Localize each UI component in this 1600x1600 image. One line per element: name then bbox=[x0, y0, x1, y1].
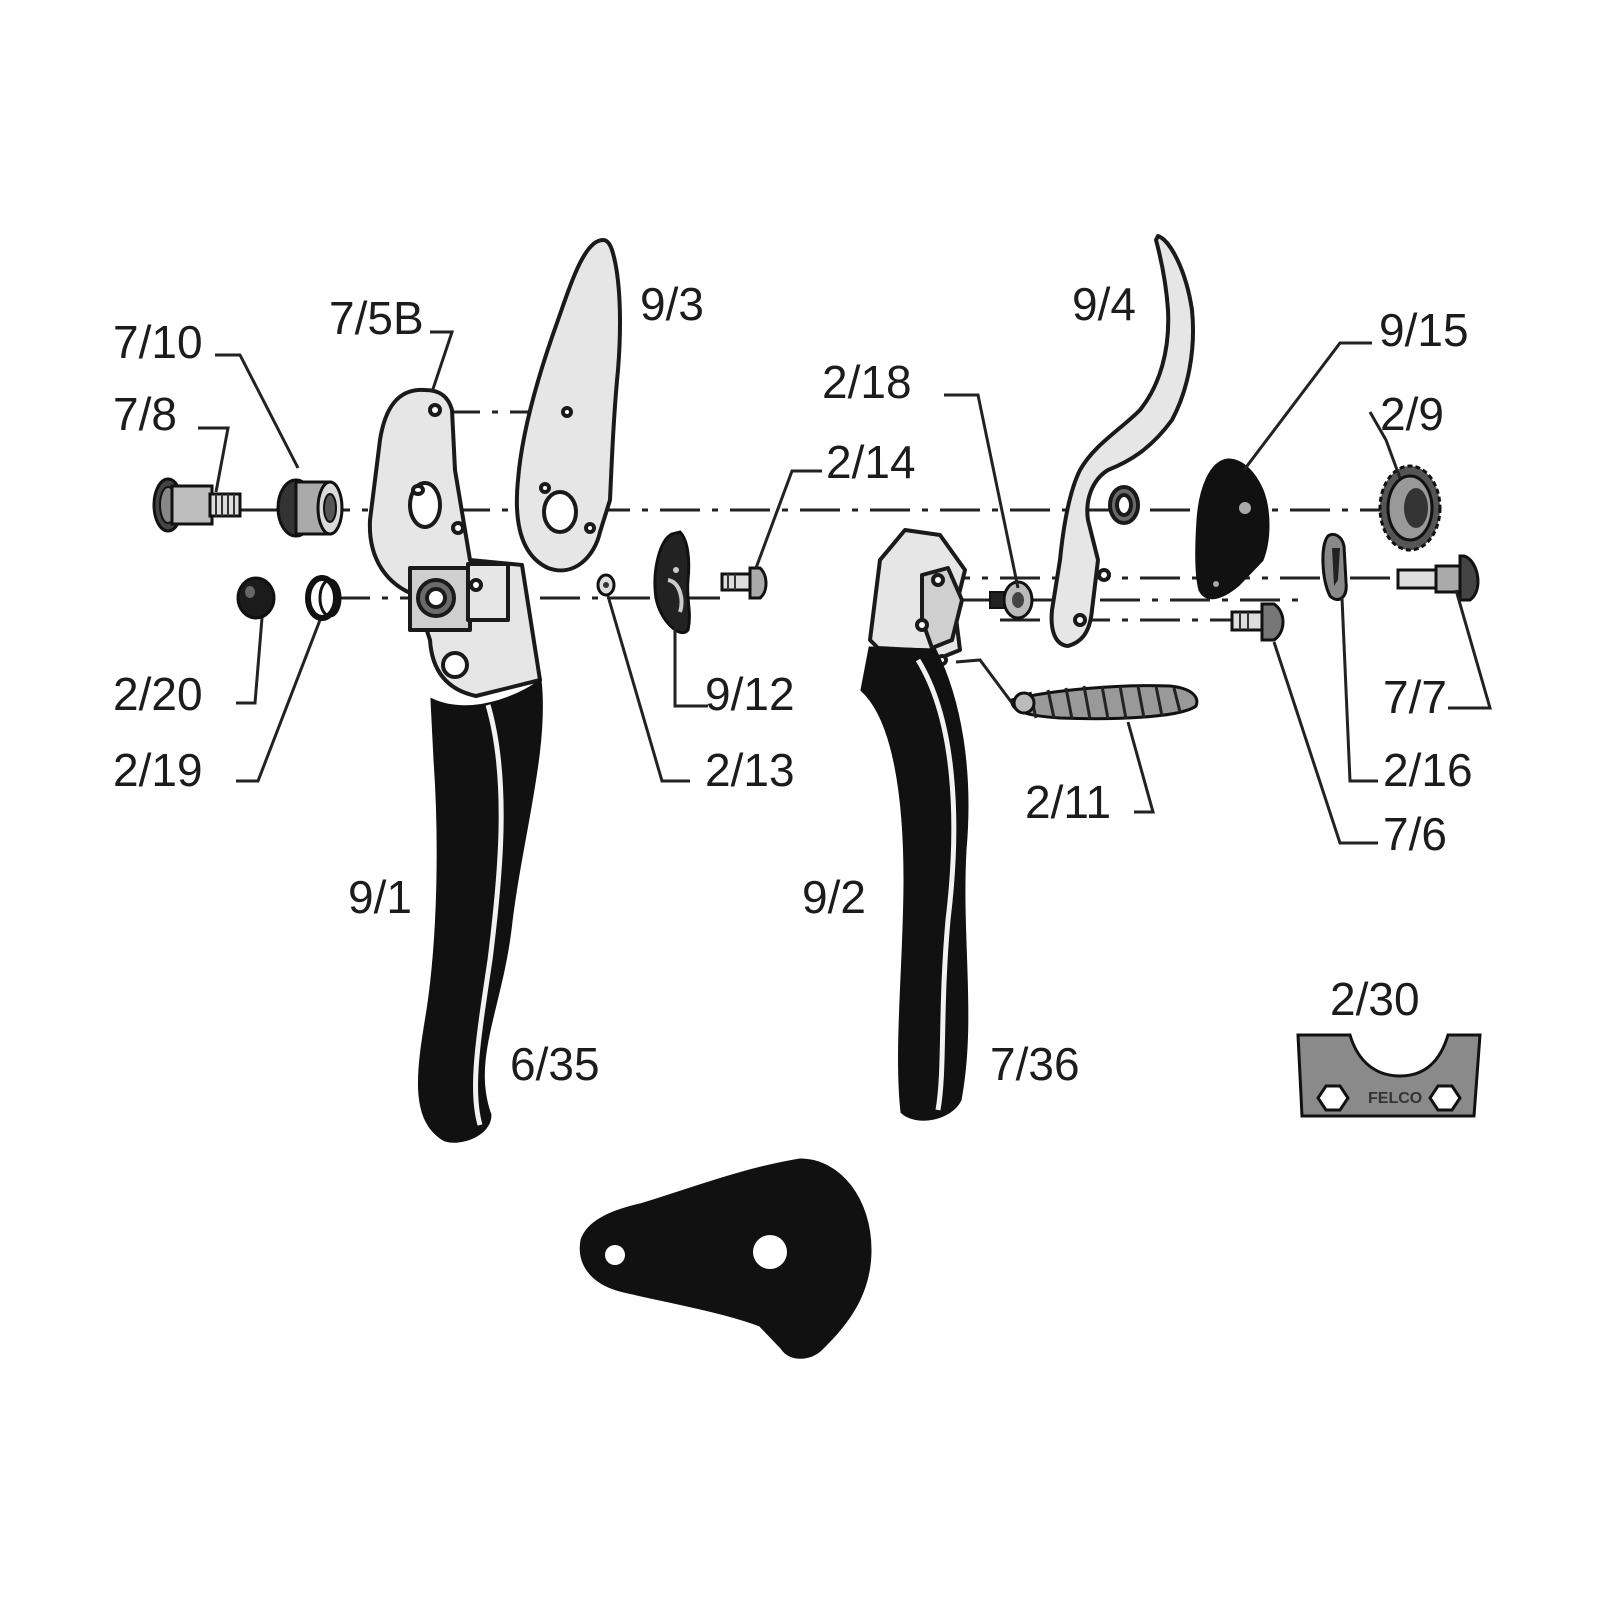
label-7-6: 7/6 bbox=[1383, 808, 1447, 860]
handle-9-1 bbox=[367, 387, 543, 1143]
washer-2-19 bbox=[305, 575, 342, 621]
label-2-20: 2/20 bbox=[113, 668, 203, 720]
star-washer-2-9 bbox=[1378, 464, 1442, 552]
label-7-10: 7/10 bbox=[113, 316, 203, 368]
washer-2-13 bbox=[596, 573, 616, 597]
cap-2-20 bbox=[236, 576, 276, 620]
bolt-7-7 bbox=[1396, 554, 1480, 602]
screw-7-6 bbox=[1230, 602, 1285, 642]
blade-9-4 bbox=[1049, 234, 1196, 648]
label-2-11: 2/11 bbox=[1025, 776, 1111, 828]
label-9-3: 9/3 bbox=[640, 278, 704, 330]
label-2-19: 2/19 bbox=[113, 744, 203, 796]
label-2-9: 2/9 bbox=[1380, 388, 1444, 440]
spring-2-11 bbox=[1010, 684, 1199, 721]
wrench-2-30: FELCO bbox=[1296, 1033, 1482, 1118]
label-6-35: 6/35 bbox=[510, 1038, 600, 1090]
label-9-15: 9/15 bbox=[1379, 304, 1469, 356]
anvil-plate bbox=[579, 1158, 872, 1359]
label-2-30: 2/30 bbox=[1330, 973, 1420, 1025]
handle-9-2 bbox=[860, 528, 969, 1121]
label-7-5b: 7/5B bbox=[329, 292, 424, 344]
label-2-14: 2/14 bbox=[826, 436, 916, 488]
label-9-2: 9/2 bbox=[802, 871, 866, 923]
blade-9-3 bbox=[514, 238, 622, 573]
plate-9-15 bbox=[1195, 458, 1270, 600]
label-9-4: 9/4 bbox=[1072, 278, 1136, 330]
part-labels: 7/10 7/8 7/5B 9/3 9/4 9/15 2/18 2/9 2/14… bbox=[113, 278, 1473, 1090]
label-2-13: 2/13 bbox=[705, 744, 795, 796]
label-7-8: 7/8 bbox=[113, 388, 177, 440]
label-7-36: 7/36 bbox=[990, 1038, 1080, 1090]
bolt-7-8 bbox=[152, 477, 242, 533]
leader-lines bbox=[198, 330, 1492, 845]
label-2-18: 2/18 bbox=[822, 356, 912, 408]
clip-2-16 bbox=[1321, 532, 1348, 601]
label-9-12: 9/12 bbox=[705, 668, 795, 720]
nut-7-10 bbox=[276, 478, 344, 538]
label-7-7: 7/7 bbox=[1383, 671, 1447, 723]
nut-2-18 bbox=[989, 580, 1034, 620]
label-9-1: 9/1 bbox=[348, 871, 412, 923]
wrench-stamp: FELCO bbox=[1368, 1090, 1422, 1107]
screw-2-14 bbox=[720, 566, 768, 600]
latch-9-12 bbox=[653, 530, 691, 634]
label-2-16: 2/16 bbox=[1383, 744, 1473, 796]
